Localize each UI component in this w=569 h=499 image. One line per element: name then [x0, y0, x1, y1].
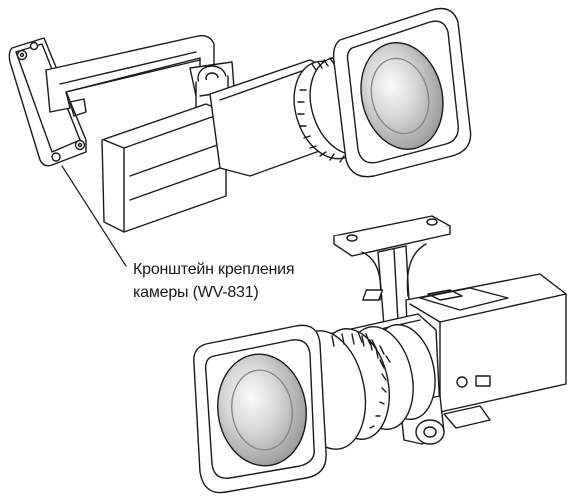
bottom-lens-glass — [217, 353, 307, 467]
bottom-camera — [193, 273, 567, 494]
callout-line-1: Кронштейн крепления — [133, 261, 295, 278]
top-camera — [101, 7, 472, 233]
ceiling-mount-bracket — [333, 215, 451, 327]
bracket-callout-label: Кронштейн крепления камеры (WV-831) — [133, 258, 295, 304]
wall-mount-bracket — [8, 34, 235, 167]
callout-line-2: камеры (WV-831) — [133, 284, 259, 301]
callout-leader-line — [61, 165, 127, 267]
